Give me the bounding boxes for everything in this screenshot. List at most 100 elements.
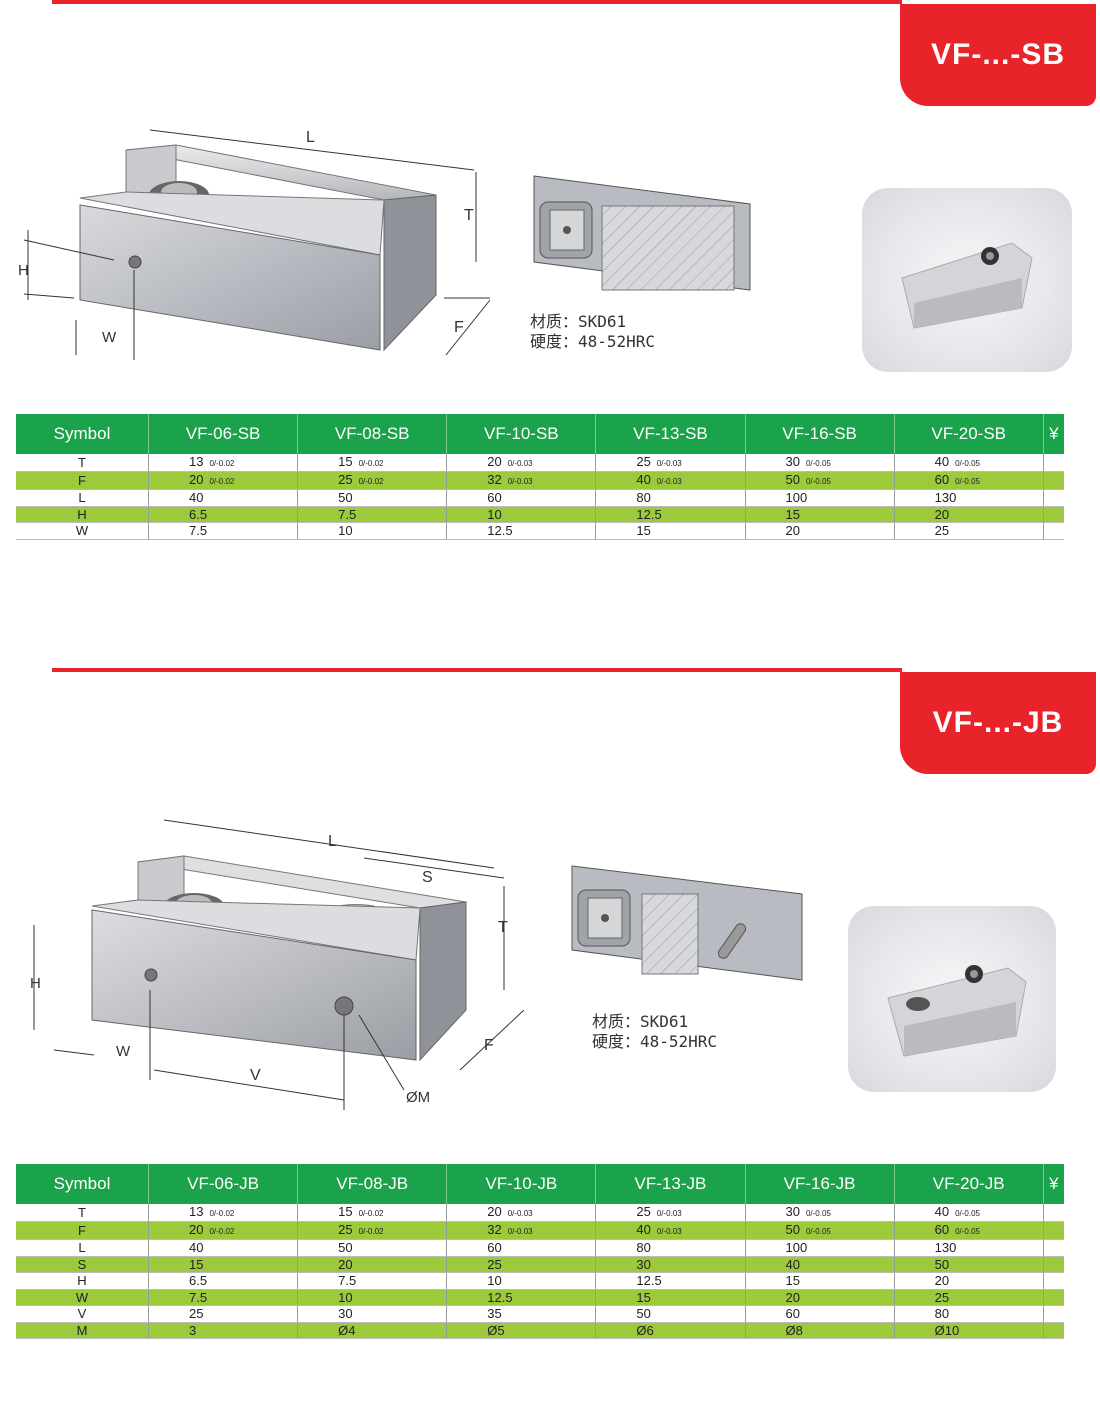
dim-S-label: S	[422, 869, 433, 886]
tolerance-text: 0/-0.05	[805, 1209, 831, 1218]
value-text: 13	[189, 1204, 204, 1219]
value-text: 10	[338, 1289, 353, 1305]
header-cell: Symbol	[16, 1164, 149, 1204]
sb-section-view	[533, 175, 751, 291]
value-text: Ø6	[636, 1322, 654, 1338]
value-text: 60	[785, 1306, 800, 1322]
value-text: 20	[487, 1204, 502, 1219]
value-text: 7.5	[338, 1273, 357, 1289]
tolerance-text: 0/-0.02	[358, 477, 384, 486]
symbol-cell: V	[16, 1305, 149, 1323]
value-text: 50	[785, 1222, 800, 1237]
dim-L-label: L	[306, 129, 315, 146]
section-2-red-rule	[52, 668, 902, 672]
value-text: 130	[934, 490, 957, 506]
header-cell: VF-20-SB	[894, 414, 1044, 454]
dim-V-label: V	[250, 1067, 261, 1084]
value-text: 20	[934, 506, 950, 522]
value-cell: 80	[894, 1305, 1044, 1323]
value-text: 10	[338, 523, 353, 539]
tolerance-text: 0/-0.02	[209, 477, 235, 486]
value-cell: 12.5	[595, 1272, 746, 1290]
price-cell	[1043, 1305, 1064, 1323]
value-text: 50	[934, 1256, 950, 1272]
value-cell: 12.5	[446, 1289, 597, 1306]
value-text: 15	[338, 1204, 353, 1219]
sb-photo-illustration	[901, 242, 1033, 329]
value-text: 10	[487, 506, 502, 522]
value-text: 3	[189, 1322, 197, 1338]
value-text: 25	[338, 472, 353, 487]
tolerance-text: 0/-0.05	[805, 1227, 831, 1236]
price-cell	[1043, 522, 1064, 540]
value-cell: 7.5	[297, 1272, 448, 1290]
value-cell: Ø8	[745, 1322, 895, 1339]
value-text: 25	[636, 1204, 651, 1219]
tolerance-text: 0/-0.03	[656, 477, 682, 486]
symbol-cell: H	[16, 506, 149, 523]
tolerance-text: 0/-0.03	[656, 1227, 682, 1236]
tolerance-text: 0/-0.03	[507, 1209, 533, 1218]
value-cell: Ø10	[894, 1322, 1044, 1339]
jb-photo-illustration	[887, 965, 1027, 1057]
dim-W-label: W	[116, 1043, 131, 1060]
value-text: 12.5	[487, 1289, 513, 1305]
value-text: 12.5	[636, 1273, 662, 1289]
value-cell: 50	[297, 1239, 448, 1257]
value-cell: 20	[894, 1272, 1044, 1290]
header-cell: ¥	[1043, 414, 1064, 454]
dim-H-label: H	[30, 975, 41, 992]
value-text: 6.5	[189, 1273, 208, 1289]
value-text: 20	[338, 1256, 353, 1272]
tolerance-text: 0/-0.05	[805, 459, 831, 468]
price-cell	[1043, 1204, 1064, 1222]
value-text: 20	[785, 523, 800, 539]
value-text: 7.5	[189, 1289, 208, 1305]
value-text: 6.5	[189, 506, 208, 522]
value-cell: 20	[745, 522, 895, 540]
value-text: 7.5	[189, 523, 208, 539]
tolerance-text: 0/-0.03	[656, 1209, 682, 1218]
tolerance-text: 0/-0.05	[955, 1227, 980, 1236]
value-text: 40	[636, 1222, 651, 1237]
table-header-row: Symbol VF-06-SB VF-08-SB VF-10-SB VF-13-…	[16, 414, 1064, 454]
header-cell: VF-13-JB	[595, 1164, 746, 1204]
value-text: 32	[487, 1222, 502, 1237]
price-cell	[1043, 454, 1064, 472]
value-cell: 7.5	[297, 506, 448, 523]
value-cell: 60	[446, 489, 597, 507]
value-cell: 25	[148, 1305, 299, 1323]
value-cell: 10	[297, 522, 448, 540]
header-cell: VF-13-SB	[595, 414, 746, 454]
value-cell: 10	[446, 506, 597, 523]
sb-material-note: 材质：SKD61 硬度：48-52HRC	[530, 312, 655, 352]
tolerance-text: 0/-0.05	[955, 1209, 980, 1218]
jb-block-drawing: L S T H F W V ØM	[30, 819, 524, 1110]
value-cell: 15	[148, 1256, 299, 1273]
value-cell: 20 0/-0.03	[446, 1204, 597, 1222]
value-text: 30	[338, 1306, 353, 1322]
value-cell: 80	[595, 1239, 746, 1257]
value-cell: 10	[446, 1272, 597, 1290]
dim-M-label: ØM	[406, 1089, 430, 1106]
header-cell: VF-16-JB	[745, 1164, 895, 1204]
value-cell: 60	[745, 1305, 895, 1323]
price-cell	[1043, 1239, 1064, 1257]
value-cell: 40 0/-0.03	[595, 1221, 746, 1240]
tolerance-text: 0/-0.05	[955, 459, 980, 468]
value-cell: 30	[595, 1256, 746, 1273]
tolerance-text: 0/-0.03	[507, 477, 533, 486]
value-text: 25	[934, 1289, 950, 1305]
price-cell	[1043, 1221, 1064, 1240]
